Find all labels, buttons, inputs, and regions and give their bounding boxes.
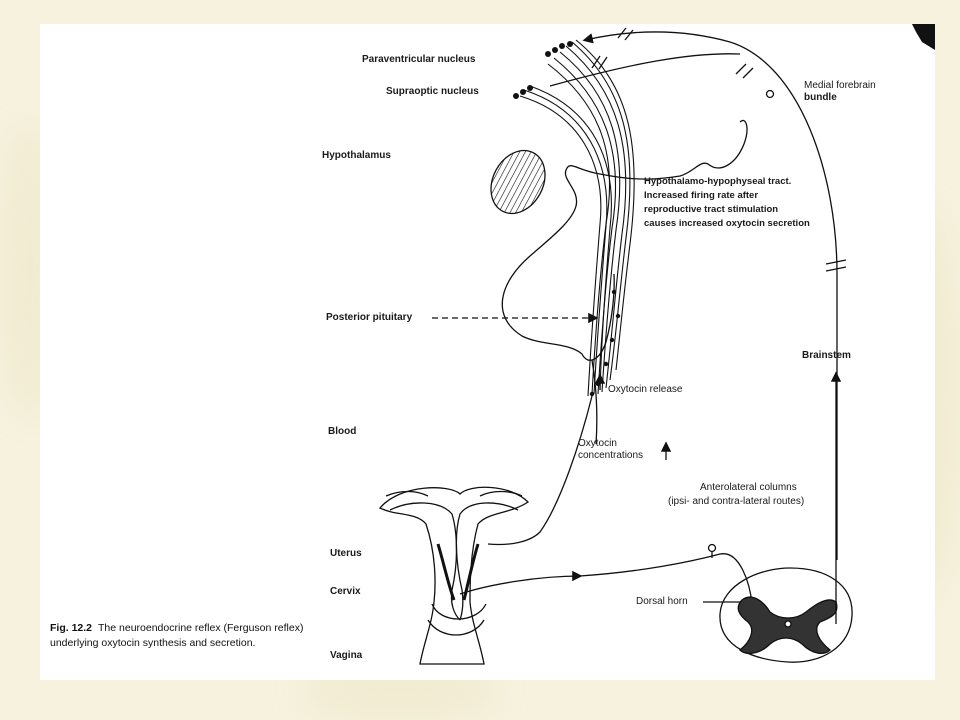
corner-mark: [912, 24, 935, 50]
label-tract-line-1: Hypothalamo-hypophyseal tract.: [644, 176, 792, 187]
label-brainstem: Brainstem: [802, 350, 851, 361]
bundle-marker: [765, 89, 775, 99]
hatched-nucleus: [490, 149, 546, 215]
label-tract-line-4: causes increased oxytocin secretion: [644, 218, 810, 229]
label-cervix: Cervix: [330, 586, 361, 597]
label-medial-forebrain-bundle: bundle: [804, 92, 837, 103]
stalk-outline: [591, 359, 598, 445]
label-concentrations: concentrations: [578, 450, 644, 461]
neuron-cell-bodies: [513, 41, 621, 397]
label-anterolateral-routes: (ipsi- and contra-lateral routes): [668, 496, 805, 507]
label-supraoptic-nucleus: Supraoptic nucleus: [386, 86, 479, 97]
interruption-mark: [591, 55, 608, 70]
figure-number: Fig. 12.2: [50, 622, 93, 634]
interruption-mark: [735, 63, 754, 79]
label-vagina: Vagina: [330, 650, 363, 661]
hypothalamo-hypophyseal-tract: [519, 39, 635, 397]
ascending-pathway: [582, 31, 838, 560]
interruption-mark: [825, 259, 847, 272]
blood-route: [487, 395, 593, 546]
label-hypothalamus: Hypothalamus: [322, 150, 391, 161]
dorsal-root-ganglion: [707, 543, 717, 553]
pituitary-outline: [501, 119, 748, 361]
afferent-nerve-continued: [579, 553, 753, 605]
label-anterolateral-columns: Anterolateral columns: [700, 482, 797, 493]
label-uterus: Uterus: [330, 548, 362, 559]
ascending-branch: [549, 53, 741, 87]
label-tract-line-2: Increased firing rate after: [644, 190, 759, 201]
label-blood: Blood: [328, 426, 357, 437]
interruption-mark: [617, 27, 634, 41]
label-tract-line-3: reproductive tract stimulation: [644, 204, 779, 215]
figure-panel: Paraventricular nucleus Supraoptic nucle…: [40, 24, 935, 680]
figure-caption-text: The neuroendocrine reflex (Ferguson refl…: [50, 622, 304, 649]
label-oxytocin-release: Oxytocin release: [608, 384, 683, 395]
label-posterior-pituitary: Posterior pituitary: [326, 312, 413, 323]
label-paraventricular-nucleus: Paraventricular nucleus: [362, 54, 476, 65]
reproductive-tract: [378, 486, 530, 665]
spinal-cord-section: [719, 567, 853, 663]
neuroendocrine-reflex-diagram: [378, 24, 935, 665]
afferent-nerve: [459, 570, 583, 595]
label-oxytocin: Oxytocin: [578, 438, 617, 449]
label-medial-forebrain: Medial forebrain: [804, 80, 876, 91]
label-dorsal-horn: Dorsal horn: [636, 596, 688, 607]
